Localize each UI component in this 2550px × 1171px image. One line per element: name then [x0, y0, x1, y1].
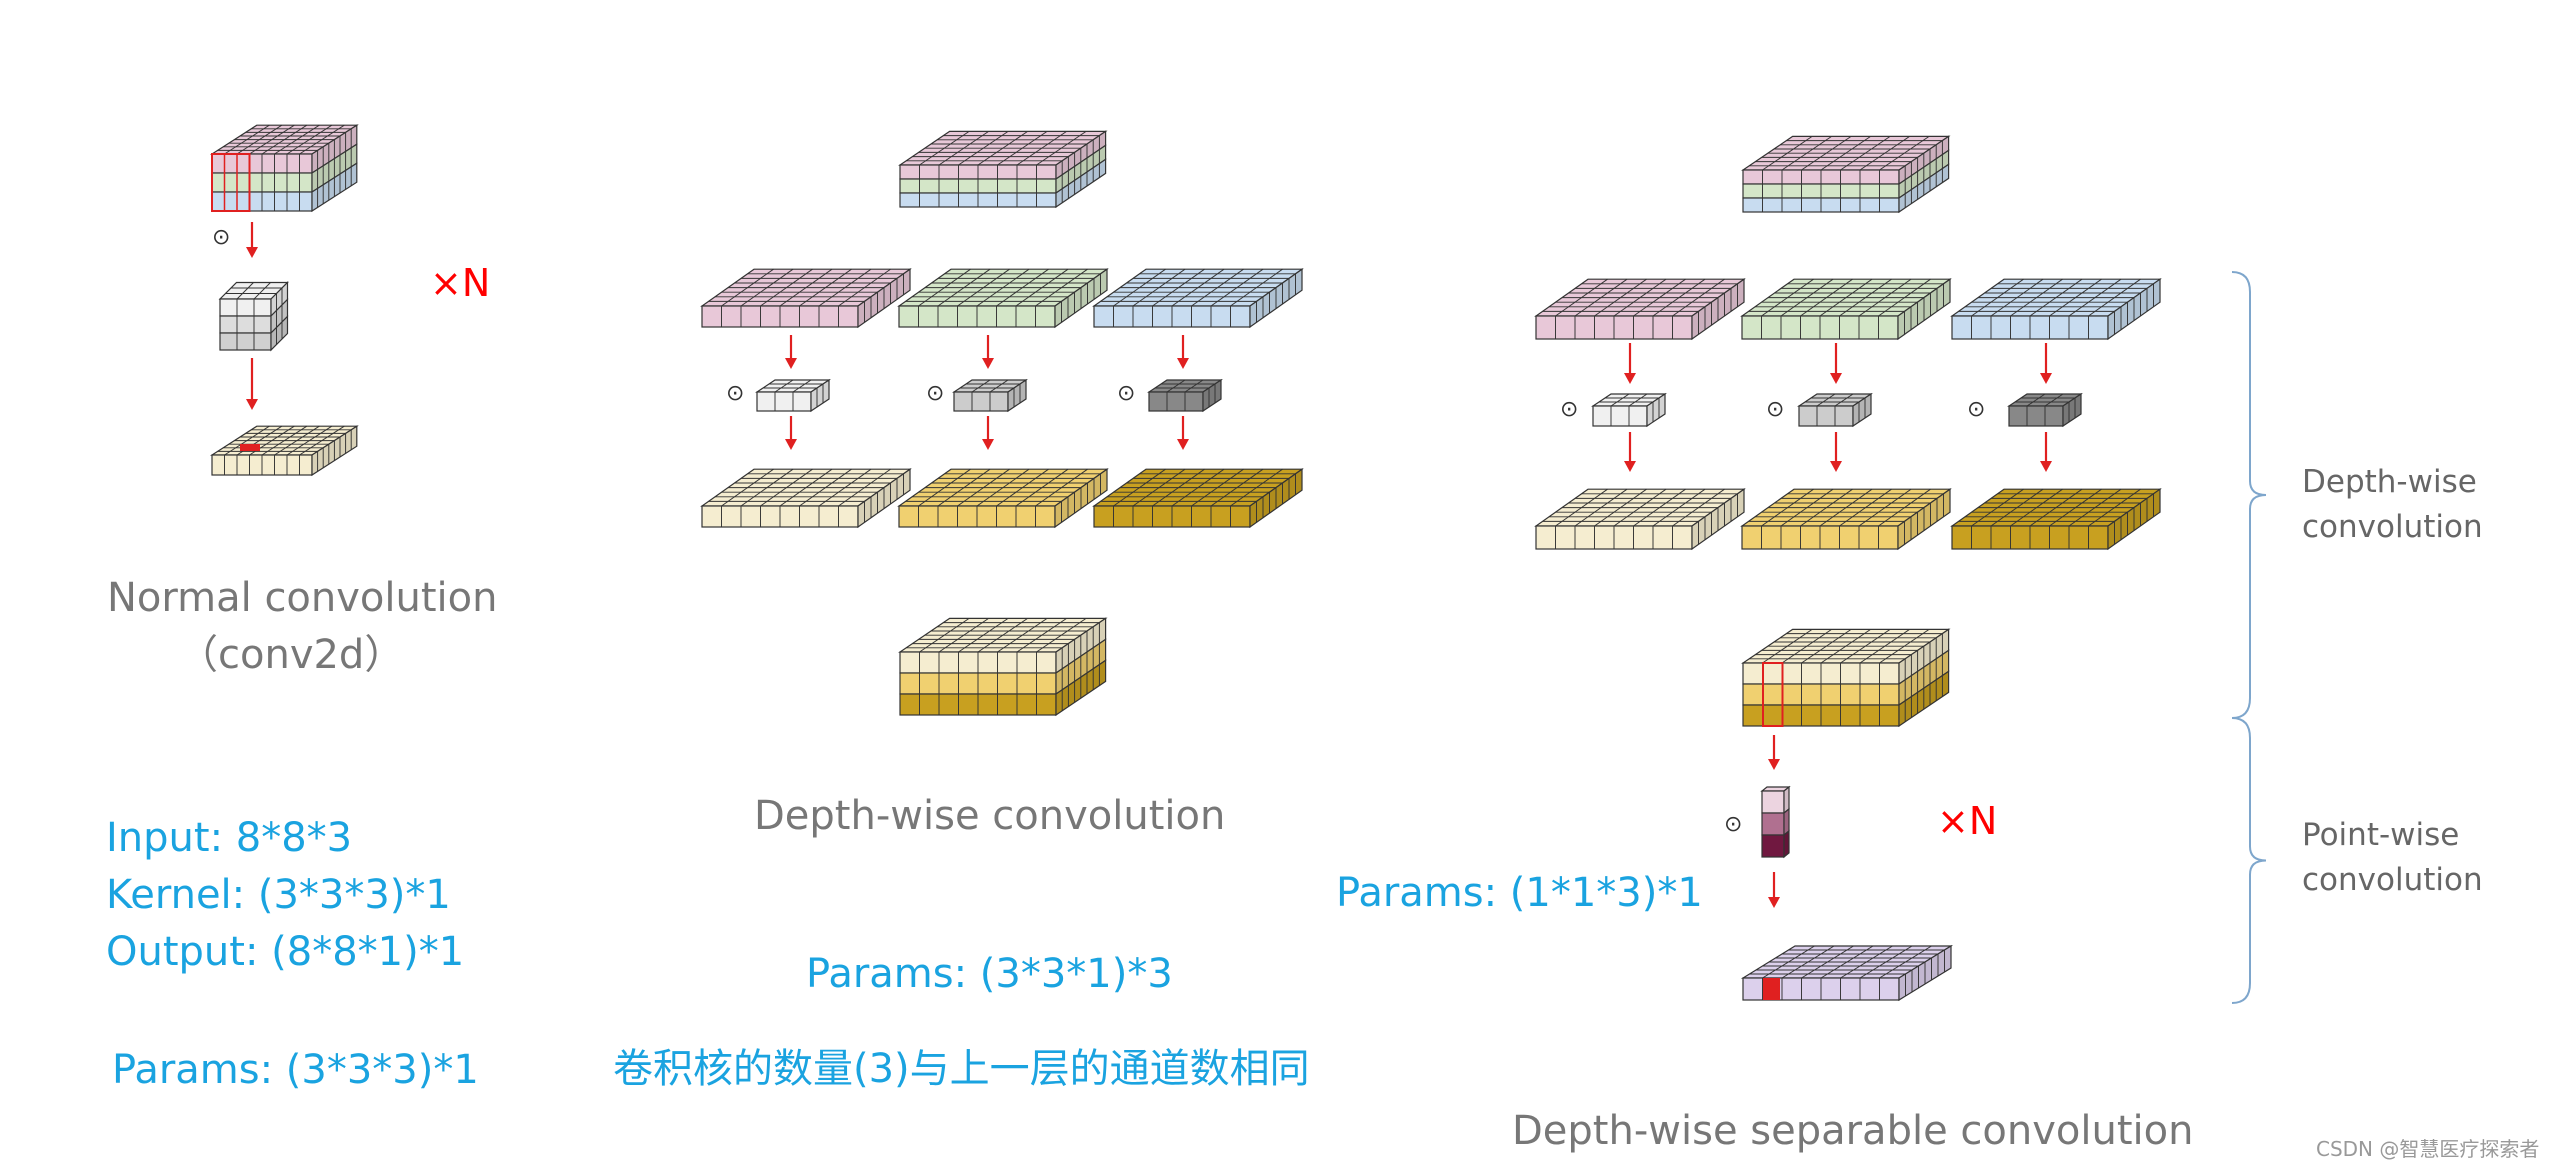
channel-slice — [1534, 278, 1746, 341]
depthwise-params: Params: (3*3*1)*3 — [806, 951, 1173, 997]
kernel-cube — [218, 281, 289, 352]
channel-output — [1092, 468, 1304, 529]
depthwise-kernel — [1147, 378, 1223, 413]
channel-output — [700, 468, 912, 529]
stacked-output — [1741, 628, 1951, 728]
channel-output — [1740, 488, 1952, 551]
normal-times-n: ×N — [430, 261, 491, 305]
channel-output — [1950, 488, 2162, 551]
arrow — [982, 335, 994, 369]
normal-caption-line1: Normal convolution — [107, 575, 498, 621]
output-highlight — [1763, 978, 1780, 1000]
channel-slice — [1950, 278, 2162, 341]
arrow — [1177, 416, 1189, 450]
pointwise-highlight — [1762, 662, 1784, 727]
arrow — [1830, 432, 1842, 472]
pointwise-output — [1740, 944, 1954, 1002]
arrow — [2040, 432, 2052, 472]
pointwise-kernel — [1760, 785, 1791, 859]
depthwise-kernel — [1591, 392, 1667, 428]
depthwise-note: 卷积核的数量(3)与上一层的通道数相同 — [613, 1046, 1310, 1092]
stacked-output — [898, 617, 1108, 717]
input-volume — [209, 124, 359, 213]
separable-caption: Depth-wise separable convolution — [1512, 1108, 2194, 1154]
arrow — [1768, 872, 1780, 908]
depthwise-kernel — [952, 378, 1028, 413]
arrow — [1830, 343, 1842, 384]
channel-output — [1534, 488, 1746, 551]
channel-slice — [1092, 268, 1304, 329]
operator-symbol: ⊙ — [726, 381, 745, 406]
bracket-pointwise — [2231, 717, 2267, 1004]
operator-symbol: ⊙ — [926, 381, 945, 406]
separable-times-n: ×N — [1937, 799, 1998, 843]
output-highlight — [240, 444, 260, 451]
channel-output — [897, 468, 1109, 529]
arrow — [1624, 432, 1636, 472]
input-volume — [898, 130, 1108, 209]
operator-symbol: ⊙ — [1117, 381, 1136, 406]
operator-symbol: ⊙ — [1967, 397, 1986, 422]
kernel-highlight — [211, 153, 251, 212]
channel-slice — [700, 268, 912, 329]
watermark: CSDN @智慧医疗探索者 — [2316, 1137, 2540, 1161]
depthwise-kernel — [2007, 392, 2083, 428]
arrow — [982, 416, 994, 450]
channel-slice — [897, 268, 1109, 329]
arrow — [1768, 735, 1780, 770]
normal-input-stat: Input: 8*8*3 — [106, 815, 353, 861]
depthwise-kernel — [755, 378, 831, 413]
operator-symbol: ⊙ — [212, 225, 231, 250]
arrow — [1624, 343, 1636, 384]
operator-symbol: ⊙ — [1560, 397, 1579, 422]
arrow — [785, 416, 797, 450]
input-volume — [1741, 135, 1951, 214]
normal-params: Params: (3*3*3)*1 — [112, 1047, 479, 1093]
arrow — [785, 335, 797, 369]
output-map — [209, 425, 359, 477]
separable-params: Params: (1*1*3)*1 — [1336, 870, 1703, 916]
arrow — [246, 358, 258, 410]
depthwise-kernel — [1797, 392, 1873, 428]
arrow — [2040, 343, 2052, 384]
bracket-label-depthwise: Depth-wise convolution — [2302, 464, 2483, 545]
bracket-label-pointwise: Point-wise convolution — [2302, 817, 2483, 898]
normal-caption-line2: （conv2d） — [178, 632, 405, 678]
arrow — [246, 222, 258, 258]
bracket-depthwise — [2231, 271, 2267, 719]
arrow — [1177, 335, 1189, 369]
normal-kernel-stat: Kernel: (3*3*3)*1 — [106, 872, 451, 918]
operator-symbol: ⊙ — [1724, 812, 1743, 837]
channel-slice — [1740, 278, 1952, 341]
depthwise-caption: Depth-wise convolution — [754, 793, 1226, 839]
operator-symbol: ⊙ — [1766, 397, 1785, 422]
normal-output-stat: Output: (8*8*1)*1 — [106, 929, 465, 975]
